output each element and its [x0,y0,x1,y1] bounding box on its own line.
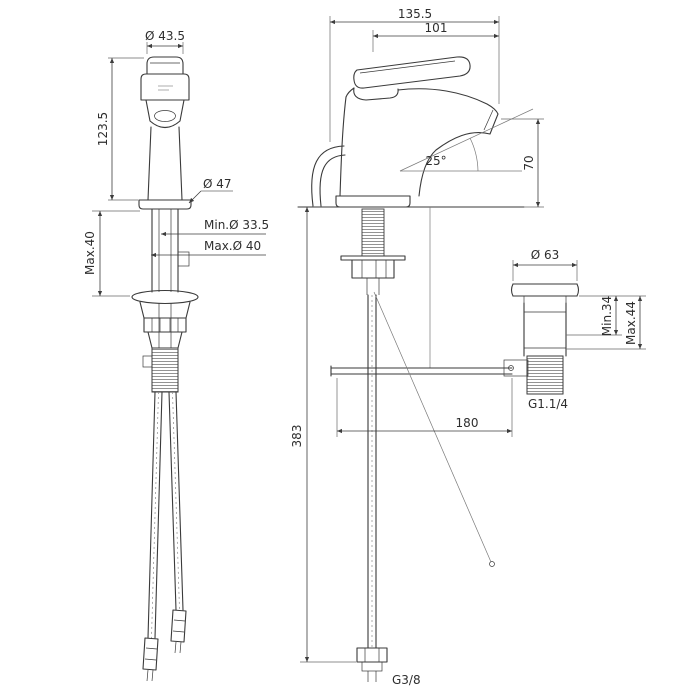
front-view-dimensions: Ø 43.5 123.5 Ø 47 Min.Ø 33.5 Max.Ø 40 Ma… [83,29,269,297]
side-handle-lever [353,56,471,101]
dim-spout-reach: 101 [425,21,448,35]
dim-outlet-height: 70 [522,155,536,170]
dim-hole-min: Min.Ø 33.5 [204,218,269,232]
dim-waste-offset: 180 [456,416,479,430]
dim-waste-thread: G1.1/4 [528,397,568,411]
waste-thread-side [526,355,564,395]
dim-top-diameter: Ø 43.5 [145,29,185,43]
front-waste-flange [131,289,199,393]
mounting-stud [361,208,385,257]
horizontal-rod [330,365,513,377]
dim-body-height: 123.5 [96,112,110,146]
waste-thread-front [151,347,179,393]
dim-deck-max-front: Max.40 [83,231,97,275]
dim-base-diameter: Ø 47 [203,177,232,191]
hose-fitting-right [170,609,187,654]
base-plate-side [335,195,411,208]
hose-fitting-left [142,637,159,682]
mounting-washer [340,255,406,261]
rod-end-ball [489,561,495,567]
front-handle [140,56,190,101]
mounting-nut [351,259,395,279]
front-spout [145,99,185,129]
front-body-column [138,126,192,210]
dim-overall-width: 135.5 [398,7,432,21]
front-view [131,56,199,682]
front-supply-hoses [142,391,187,682]
angle-annotation: 25° [399,108,534,172]
side-under-counter [340,208,406,682]
supply-fitting-bottom [356,647,388,682]
dim-waste-deck-min: Min.34 [600,296,614,336]
fixing-tab [177,251,190,267]
dim-supply-thread: G3/8 [392,673,421,687]
dim-overall-height: 383 [290,425,304,448]
side-body-spout [311,87,499,208]
dim-waste-diameter: Ø 63 [531,248,560,262]
hose-loop [311,145,345,207]
dim-waste-deck-max: Max.44 [624,301,638,345]
front-shank [151,208,190,293]
aerator-opening [154,110,176,122]
waste-assembly [510,283,580,395]
overflow-notch [142,355,153,368]
brand-mark [158,85,173,91]
diagonal-rod [373,291,492,563]
dim-spout-angle: 25° [425,154,446,168]
side-view-dimensions: 135.5 101 25° 70 Ø 63 Min.34 Max.44 G1.1… [290,7,646,687]
aerator-face [483,109,494,131]
dim-hole-max: Max.Ø 40 [204,239,261,253]
rod-pivot [508,365,514,371]
side-view [297,56,580,682]
popup-linkage [330,207,529,567]
